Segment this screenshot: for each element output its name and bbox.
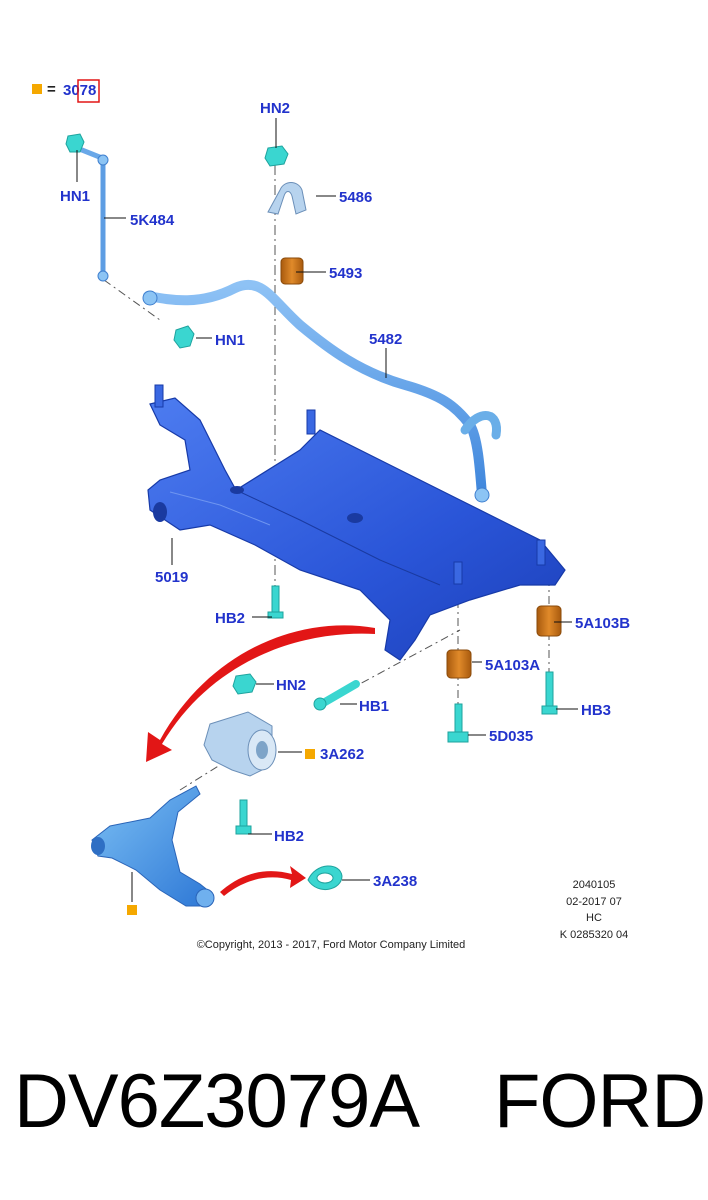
label-5482: 5482: [369, 331, 402, 348]
bushing-assembly-3a262: [203, 711, 277, 777]
marker-3a262: [305, 749, 315, 759]
subframe-5019: [147, 384, 566, 661]
label-3a262: 3A262: [320, 746, 364, 763]
label-5486: 5486: [339, 189, 372, 206]
part-number: DV6Z3079A: [14, 1059, 420, 1144]
legend-equals: =: [47, 81, 56, 98]
meta-line-1: 2040105: [573, 879, 616, 891]
legend: = 3078: [32, 79, 100, 103]
bolt-hb3: [541, 671, 558, 715]
assembly-arrow-small: [220, 866, 306, 896]
nut-hn1-mid: [173, 325, 195, 349]
label-hn1-mid: HN1: [215, 332, 245, 349]
label-hn2-top: HN2: [260, 100, 290, 117]
exploded-parts-diagram: = 3078: [32, 79, 630, 951]
label-5493: 5493: [329, 265, 362, 282]
bolt-hb1: [313, 680, 360, 711]
label-hb2-low: HB2: [274, 828, 304, 845]
meta-line-3: HC: [586, 912, 602, 924]
bushing-5493: [280, 257, 304, 285]
bolt-hb2-low: [235, 799, 252, 835]
marker-arm: [127, 905, 137, 915]
bracket-5486: [267, 182, 307, 215]
label-5019: 5019: [155, 569, 188, 586]
nut-hn2-low: [232, 673, 257, 695]
label-3a238: 3A238: [373, 873, 417, 890]
nut-hn2-top: [264, 145, 289, 167]
leader-lines: [76, 118, 578, 902]
legend-marker-square: [32, 84, 42, 94]
legend-part-ref: 3078: [63, 82, 96, 99]
label-5a103a: 5A103A: [485, 657, 540, 674]
nut-hn1-top: [65, 133, 85, 153]
meta-line-4: K 0285320 04: [560, 929, 629, 941]
label-5k484: 5K484: [130, 212, 175, 229]
bushing-5a103b: [536, 605, 562, 637]
assembly-arrow-large: [146, 625, 375, 762]
copyright-notice: ©Copyright, 2013 - 2017, Ford Motor Comp…: [197, 939, 466, 951]
label-5d035: 5D035: [489, 728, 533, 745]
label-hn2-low: HN2: [276, 677, 306, 694]
assembly-axis-link: [103, 279, 161, 321]
label-5a103b: 5A103B: [575, 615, 630, 632]
stabilizer-link: [79, 147, 109, 282]
legend-highlight-box: [77, 79, 100, 103]
label-hb3: HB3: [581, 702, 611, 719]
bolt-5d035: [447, 703, 469, 743]
bolt-hb2-mid: [267, 585, 284, 619]
bushing-5a103a: [446, 649, 472, 679]
guard-3a238: [307, 865, 343, 890]
brand-name: FORD: [494, 1059, 706, 1144]
label-hb1: HB1: [359, 698, 389, 715]
label-hn1-top: HN1: [60, 188, 90, 205]
meta-line-2: 02-2017 07: [566, 896, 622, 908]
lower-control-arm: [91, 785, 215, 908]
label-hb2-mid: HB2: [215, 610, 245, 627]
